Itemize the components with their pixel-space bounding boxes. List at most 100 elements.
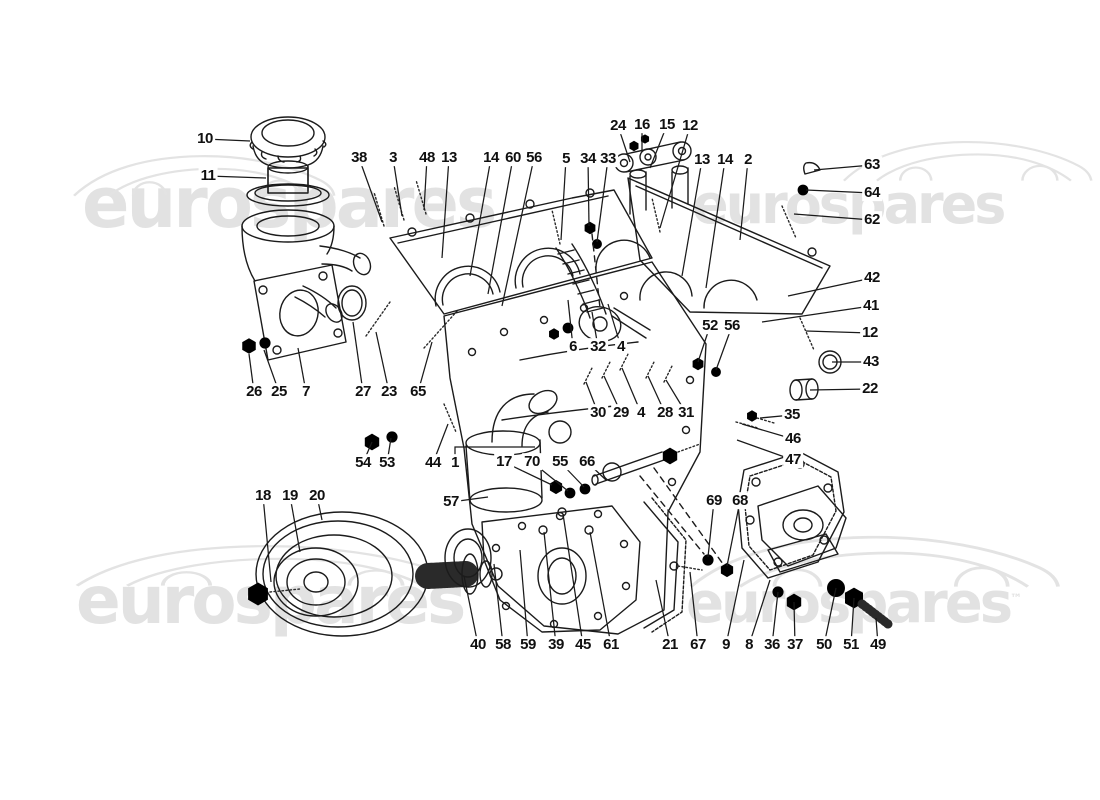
part-number-label[interactable]: 10 [195,130,215,148]
part-number-label[interactable]: 16 [632,116,652,134]
part-number-label[interactable]: 4 [635,404,647,422]
part-number-label[interactable]: 29 [611,404,631,422]
part-number-label[interactable]: 54 [353,454,373,472]
part-number-label[interactable]: 69 [704,492,724,510]
part-number-label[interactable]: 24 [608,117,628,135]
part-number-label[interactable]: 38 [349,149,369,167]
part-number-label[interactable]: 46 [783,430,803,448]
part-number-label[interactable]: 20 [307,487,327,505]
part-number-label[interactable]: 67 [688,636,708,654]
part-number-label[interactable]: 14 [715,151,735,169]
part-number-label[interactable]: 21 [660,636,680,654]
stud [601,361,611,379]
part-number-label[interactable]: 23 [379,383,399,401]
part-number-label[interactable]: 66 [577,453,597,471]
part-number-label[interactable]: 60 [503,149,523,167]
part-number-label[interactable]: 2 [742,151,754,169]
part-number-label[interactable]: 18 [253,487,273,505]
stud [365,301,391,337]
part-number-label[interactable]: 14 [481,149,501,167]
part-number-label[interactable]: 44 [423,454,443,472]
part-number-label[interactable]: 11 [198,167,218,185]
part-number-label[interactable]: 57 [441,493,461,511]
stud [423,309,459,349]
part-number-label[interactable]: 8 [743,636,755,654]
part-number-label[interactable]: 27 [353,383,373,401]
leader-line [587,158,590,227]
part-number-label[interactable]: 51 [841,636,861,654]
part-number-label[interactable]: 7 [300,383,312,401]
stud [551,209,561,245]
part-number-label[interactable]: 63 [862,156,882,174]
part-number-label[interactable]: 5 [560,150,572,168]
part-number-label[interactable]: 4 [615,338,627,356]
stud [651,197,661,233]
part-number-label[interactable]: 59 [518,636,538,654]
watermark-text: eurospares [82,162,498,244]
part-number-label[interactable]: 43 [861,353,881,371]
leader-line [809,388,871,391]
leader-line [519,549,529,646]
part-number-label[interactable]: 48 [417,149,437,167]
part-number-label[interactable]: 36 [762,636,782,654]
leader-line [655,579,671,646]
part-number-label[interactable]: 40 [468,636,488,654]
part-number-label[interactable]: 13 [439,149,459,167]
part-number-label[interactable]: 1 [449,454,461,472]
part-number-label[interactable]: 50 [814,636,834,654]
part-number-label[interactable]: 70 [522,453,542,471]
leader-line [358,157,383,223]
leader-line [441,157,450,259]
part-number-label[interactable]: 56 [722,317,742,335]
part-number-label[interactable]: 12 [860,324,880,342]
leader-line [493,563,504,646]
part-number-label[interactable]: 35 [782,406,802,424]
part-number-label[interactable]: 15 [657,116,677,134]
part-number-label[interactable]: 61 [601,636,621,654]
rear-timing-cover [627,165,831,315]
part-number-label[interactable]: 42 [862,269,882,287]
part-number-label[interactable]: 45 [573,636,593,654]
part-number-label[interactable]: 62 [862,211,882,229]
part-number-label[interactable]: 25 [269,383,289,401]
part-number-label[interactable]: 68 [730,492,750,510]
part-number-label[interactable]: 41 [861,297,881,315]
leader-line [739,159,749,241]
part-number-label[interactable]: 47 [783,451,803,469]
leader-line [501,157,535,307]
part-number-label[interactable]: 58 [493,636,513,654]
part-number-label[interactable]: 19 [280,487,300,505]
part-number-label[interactable]: 28 [655,404,675,422]
part-number-label[interactable]: 31 [676,404,696,422]
side-gasket [737,451,845,579]
part-number-label[interactable]: 30 [588,404,608,422]
part-number-label[interactable]: 39 [546,636,566,654]
part-number-label[interactable]: 53 [377,454,397,472]
part-number-label[interactable]: 22 [860,380,880,398]
part-number-label[interactable]: 3 [387,149,399,167]
part-number-label[interactable]: 6 [567,338,579,356]
part-number-label[interactable]: 52 [700,317,720,335]
leader-line [689,571,699,646]
part-number-label[interactable]: 12 [680,117,700,135]
stud [857,599,893,629]
part-number-label[interactable]: 32 [588,338,608,356]
crankshaft-pulley [248,511,503,637]
part-number-label[interactable]: 17 [494,453,514,471]
part-number-label[interactable]: 55 [550,453,570,471]
part-number-label[interactable]: 65 [408,383,428,401]
part-number-label[interactable]: 49 [868,636,888,654]
part-number-label[interactable]: 56 [524,149,544,167]
part-number-label[interactable]: 33 [598,150,618,168]
leader-line [289,495,301,553]
part-number-label[interactable]: 9 [720,636,732,654]
bolt [756,417,775,424]
part-number-label[interactable]: 37 [785,636,805,654]
part-number-label[interactable]: 64 [862,184,882,202]
part-number-label[interactable]: 34 [578,150,598,168]
leader-line [681,159,703,277]
part-number-label[interactable]: 13 [692,151,712,169]
seal-ring [444,528,492,588]
part-number-label[interactable]: 26 [244,383,264,401]
watermark-text: eurospares [692,173,1006,236]
